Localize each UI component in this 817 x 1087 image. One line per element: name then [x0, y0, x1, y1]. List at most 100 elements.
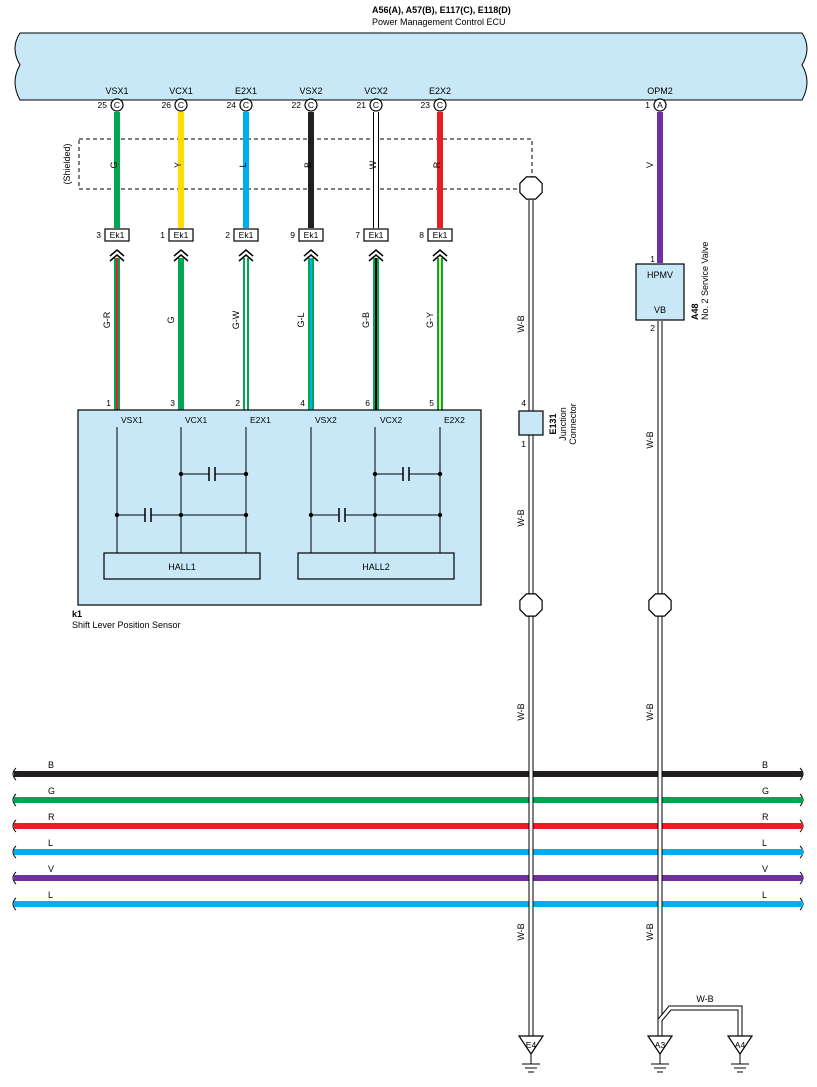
ground-wires: W-BW-BW-BW-BE4	[516, 176, 545, 1073]
ek1-box	[168, 228, 194, 242]
sensor-wire-label: G-W	[231, 310, 241, 329]
pin-connector-letter: C	[178, 100, 184, 110]
bus-break-left	[12, 845, 17, 859]
junction-dot	[308, 512, 314, 518]
ek1-pin-number: 1	[160, 230, 165, 240]
bus-break-left	[12, 819, 17, 833]
pin-name: VCX2	[364, 86, 388, 96]
pin-name: VCX1	[169, 86, 193, 96]
sensor-pin-number: 4	[300, 398, 305, 408]
pin-name: E2X1	[235, 86, 257, 96]
sensor-code: k1	[72, 609, 82, 619]
ground-e4: E4	[517, 1035, 545, 1073]
junction-dot	[178, 471, 184, 477]
bus-break-left	[12, 767, 17, 781]
pin-number: 25	[98, 100, 108, 110]
sensor-wire-label: G-B	[361, 312, 371, 328]
junction-box	[518, 410, 544, 436]
junction-dot	[437, 471, 443, 477]
ground-label: A3	[655, 1040, 666, 1050]
bus-label-left: B	[48, 760, 54, 770]
ground-triangle	[646, 1035, 674, 1056]
shield-box: (Shielded)	[62, 138, 533, 190]
valve-ground-label: W-B	[645, 703, 655, 720]
bus-label-right: L	[762, 838, 767, 848]
chevron-up-icon	[303, 249, 319, 262]
junction-name-2: Connector	[568, 403, 578, 445]
ecu-codes: A56(A), A57(B), E117(C), E118(D)	[372, 5, 511, 15]
ground-triangle	[517, 1035, 545, 1056]
sensor-pin-name: VSX1	[121, 415, 143, 425]
pin-connector-letter: C	[114, 100, 120, 110]
sensor-name: Shift Lever Position Sensor	[72, 620, 181, 630]
pin-number: 26	[162, 100, 172, 110]
bus-break-left	[12, 871, 17, 885]
ground-label: E4	[526, 1040, 537, 1050]
sensor-pin-name: VCX2	[380, 415, 402, 425]
pin-connector	[304, 98, 318, 112]
opm-pin-number: 1	[645, 100, 650, 110]
sensor-wire-label: G	[166, 316, 176, 323]
sensor-pin-name: VCX1	[185, 415, 207, 425]
valve-ground-label: W-B	[645, 923, 655, 940]
valve-code: A48	[690, 303, 700, 320]
hall2-box	[297, 552, 455, 580]
splice-point	[519, 593, 543, 617]
ek1-pin-number: 9	[290, 230, 295, 240]
chevron-up-icon	[432, 249, 448, 262]
sensor-pin-number: 1	[106, 398, 111, 408]
sensor-pin-name: VSX2	[315, 415, 337, 425]
sensor-pin-name: E2X2	[444, 415, 465, 425]
sensor-pin-name: E2X1	[250, 415, 271, 425]
bus-break-left	[12, 897, 17, 911]
valve-ground-label: W-B	[645, 431, 655, 448]
sensor-pin-number: 6	[365, 398, 370, 408]
opm-wire-label: V	[645, 162, 655, 168]
hall1-box	[103, 552, 261, 580]
bus-label-left: R	[48, 812, 55, 822]
ek1-box	[427, 228, 453, 242]
pin-connector	[174, 98, 188, 112]
ek1-connector: Ek1 2 G-W	[225, 228, 259, 410]
shift-lever-position-sensor: Ek13G-REk11GEk12G-WEk19G-LEk17G-BEk18G-Y…	[72, 228, 482, 630]
sensor-pin-number: 2	[235, 398, 240, 408]
bus-label-left: L	[48, 890, 53, 900]
ground-triangle	[726, 1035, 754, 1056]
pin-connector	[433, 98, 447, 112]
pin-connector-letter: C	[437, 100, 443, 110]
pin-name: VSX1	[105, 86, 128, 96]
valve-out-label: VB	[654, 305, 666, 315]
pin-connector	[110, 98, 124, 112]
ek1-code: Ek1	[174, 230, 189, 240]
ground-label: A4	[735, 1040, 746, 1050]
chevron-up-icon	[173, 249, 189, 262]
ground-a3: A3	[646, 1035, 674, 1073]
pin-number: 22	[292, 100, 302, 110]
ecu-name: Power Management Control ECU	[372, 17, 506, 27]
chevron-up-icon	[238, 249, 254, 262]
junction-dot	[114, 512, 120, 518]
bus-label-right: V	[762, 864, 768, 874]
valve-pin-out: 2	[650, 323, 655, 333]
pin-number: 23	[421, 100, 431, 110]
branch-wire-label: W-B	[696, 994, 713, 1004]
pin-connector-letter: C	[243, 100, 249, 110]
bus-label-right: B	[762, 760, 768, 770]
bus-label-left: V	[48, 864, 54, 874]
ek1-code: Ek1	[239, 230, 254, 240]
ek1-box	[363, 228, 389, 242]
wire-color-label: Y	[173, 162, 183, 168]
ground-wire-label: W-B	[516, 923, 526, 940]
bus-label-right: G	[762, 786, 769, 796]
